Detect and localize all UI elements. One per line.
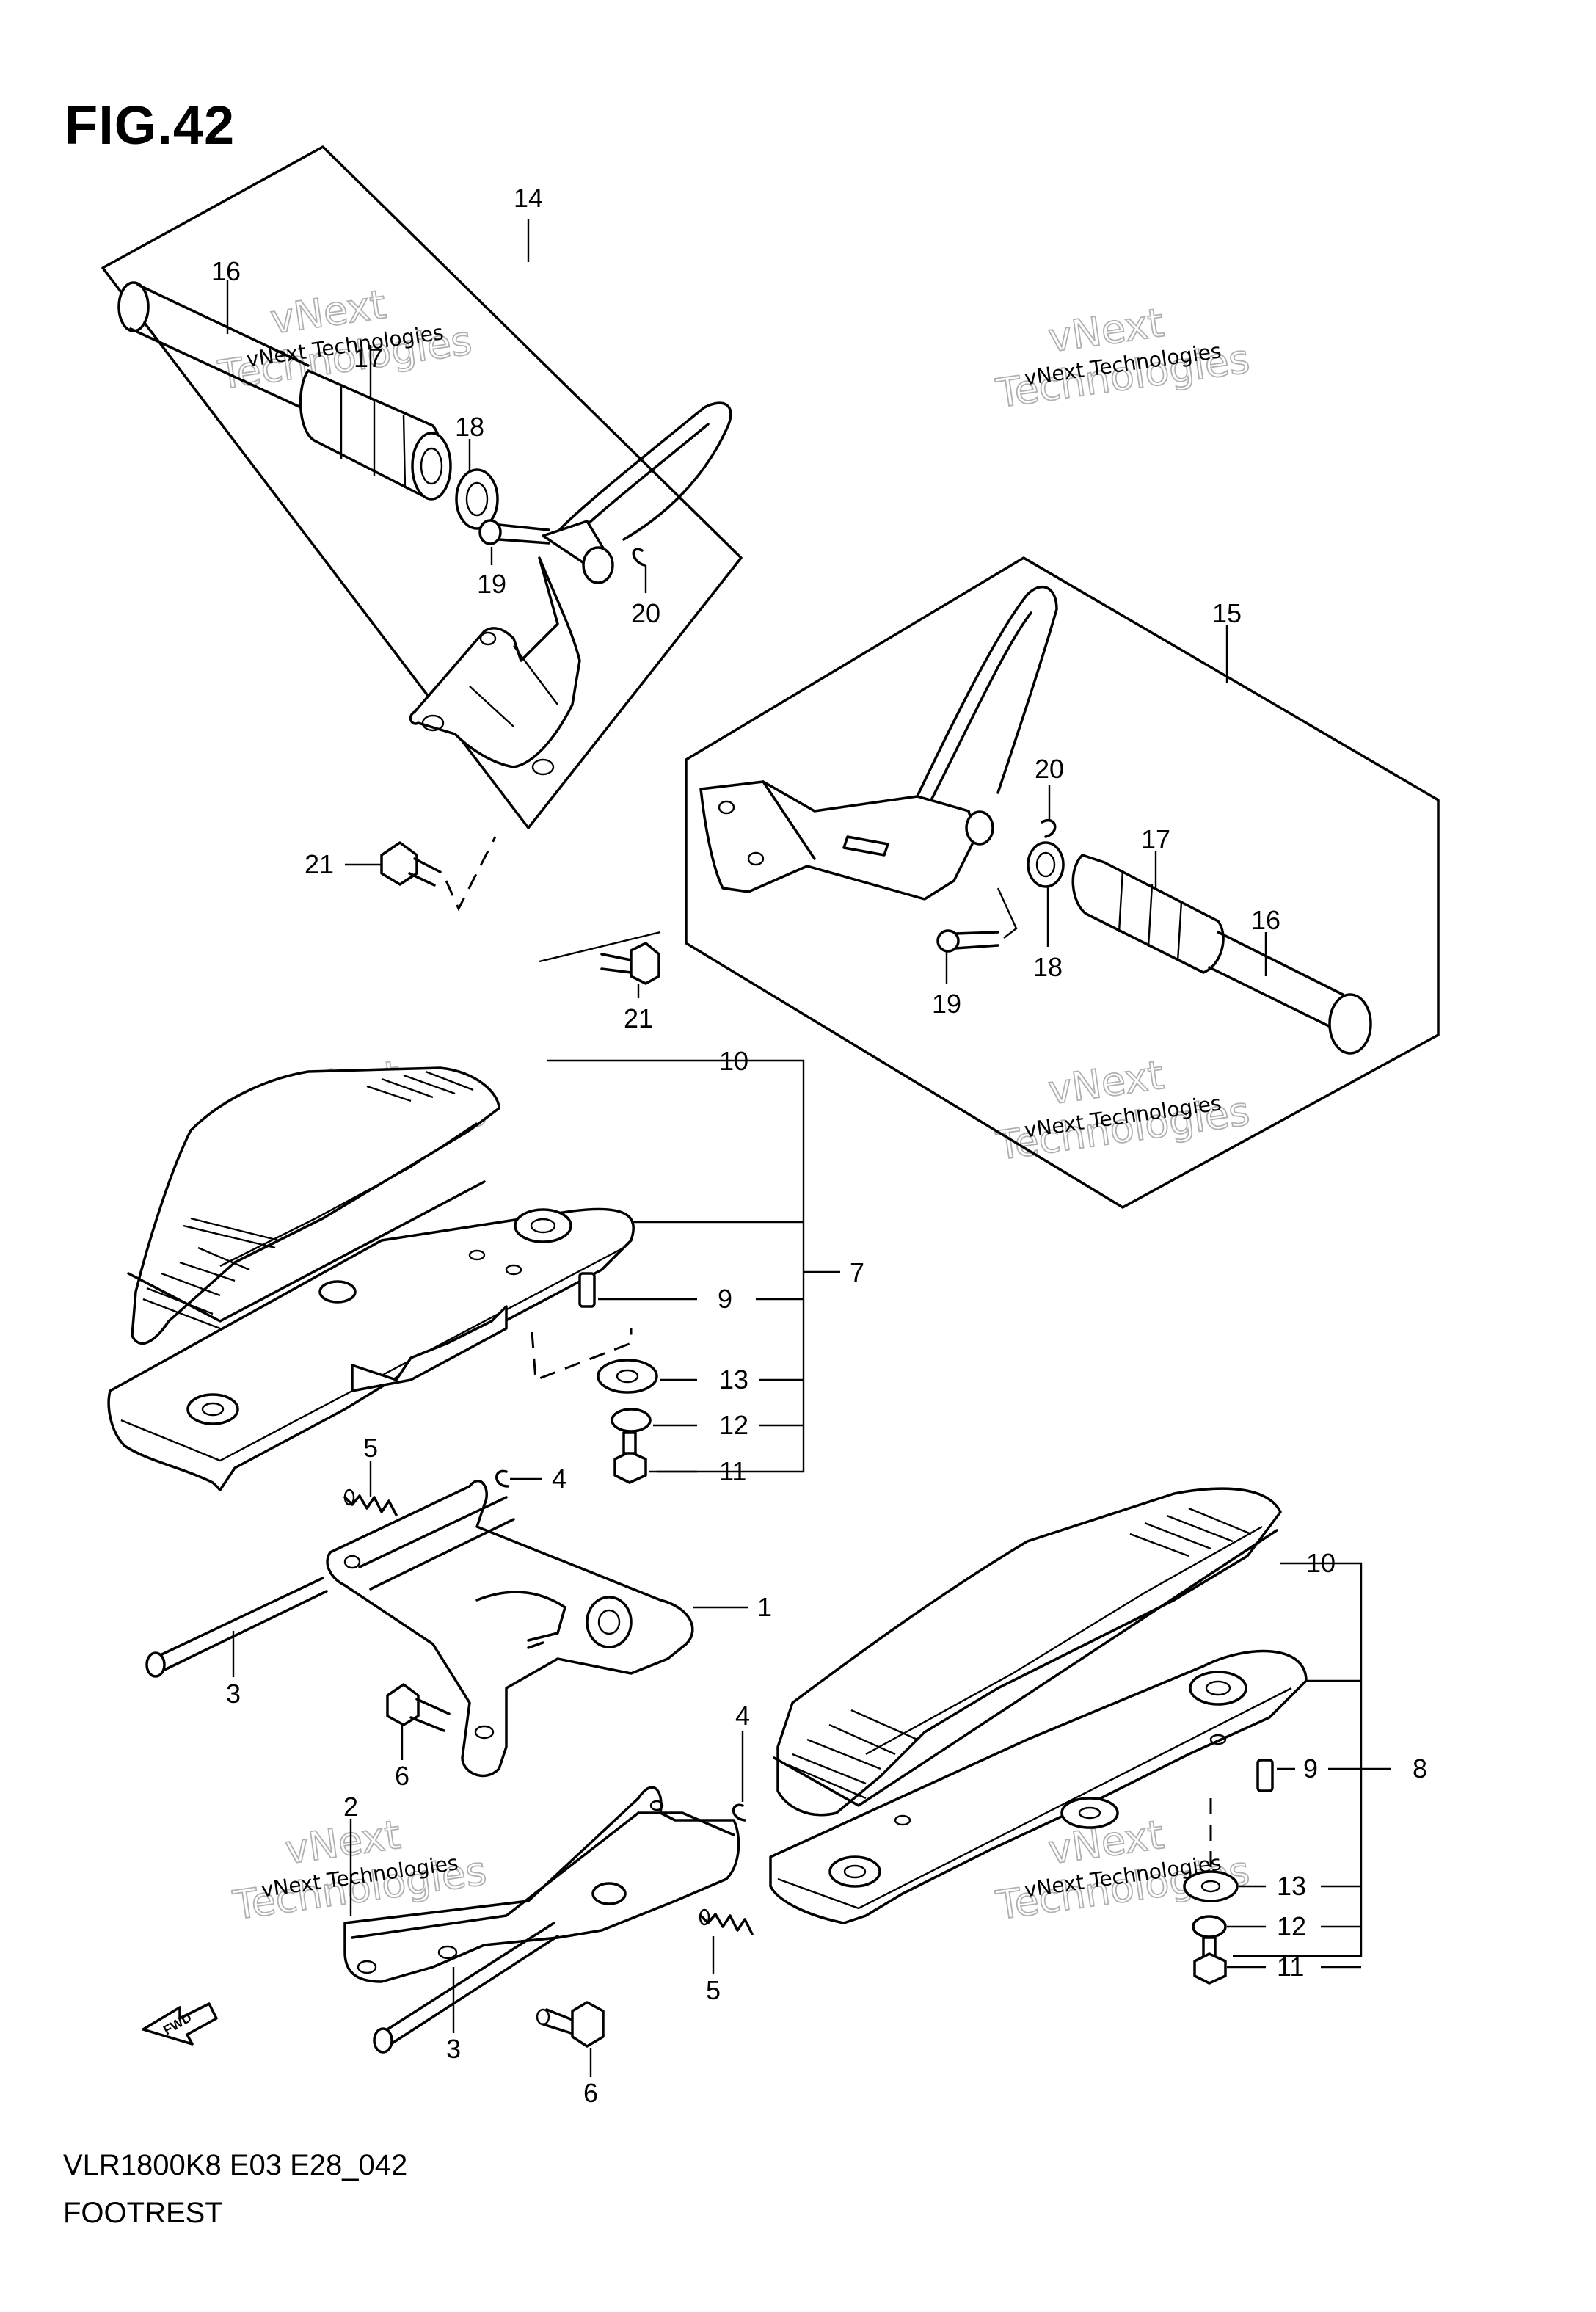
callout-8: 8 bbox=[1413, 1753, 1427, 1784]
watermark-1: vNext Technologies vNext Technologies bbox=[215, 280, 475, 399]
callout-12-lower: 12 bbox=[1277, 1911, 1306, 1941]
callout-3-lower: 3 bbox=[446, 2034, 461, 2064]
callout-1: 1 bbox=[757, 1592, 772, 1622]
bolt-11-left bbox=[613, 1431, 647, 1484]
bolt-21-upper bbox=[380, 841, 442, 887]
callout-2: 2 bbox=[343, 1792, 358, 1822]
rubber-pad-10 bbox=[131, 1066, 500, 1345]
callout-18-lower: 18 bbox=[1033, 952, 1063, 982]
callout-6-lower: 6 bbox=[583, 2078, 598, 2108]
forward-direction-arrow: FWD bbox=[142, 2002, 218, 2046]
pin-19-right bbox=[936, 929, 999, 953]
callout-13-upper: 13 bbox=[719, 1364, 748, 1395]
callout-16-lower: 16 bbox=[1251, 905, 1280, 935]
spacer-13-right bbox=[1183, 1870, 1239, 1902]
assembly-15-right-footrest bbox=[539, 556, 1440, 1209]
floorboard-plate-7 bbox=[107, 1207, 635, 1491]
spring-5-lower bbox=[699, 1908, 754, 1935]
bolt-6-lower bbox=[536, 2001, 605, 2048]
pivot-rod-3-lower bbox=[373, 1922, 559, 2054]
callout-9-lower: 9 bbox=[1303, 1753, 1318, 1784]
footrest-bracket-left bbox=[409, 401, 732, 776]
callout-4-upper: 4 bbox=[552, 1464, 566, 1494]
pin-19 bbox=[478, 519, 550, 545]
callout-18-upper: 18 bbox=[455, 412, 484, 442]
callout-9-upper: 9 bbox=[718, 1284, 732, 1314]
stud-9-left bbox=[578, 1272, 596, 1308]
bolt-11-right bbox=[1193, 1936, 1227, 1985]
model-code: VLR1800K8 E03 E28_042 bbox=[63, 2149, 408, 2181]
callout-10-lower: 10 bbox=[1306, 1548, 1336, 1578]
callout-5-lower: 5 bbox=[706, 1975, 721, 2005]
clip-20 bbox=[632, 548, 646, 567]
assembly-14-left-footrest bbox=[101, 145, 743, 912]
footrest-bracket-right bbox=[699, 585, 1058, 901]
callout-7: 7 bbox=[850, 1257, 864, 1287]
callout-labels: 14 16 17 18 19 20 21 15 20 17 16 18 19 2… bbox=[211, 183, 1427, 2108]
floorboard-bracket-1 bbox=[145, 1469, 694, 1778]
callout-15: 15 bbox=[1212, 598, 1242, 628]
peg-shaft-end-cap-right bbox=[1328, 993, 1372, 1055]
callout-17-upper: 17 bbox=[354, 343, 383, 373]
bolt-6-upper bbox=[386, 1683, 451, 1732]
clip-20-right bbox=[1041, 819, 1057, 838]
peg-rubber-17-right bbox=[1071, 854, 1225, 974]
peg-shaft-end-cap bbox=[117, 281, 150, 332]
peg-rubber-17 bbox=[299, 369, 452, 501]
washer-12-right bbox=[1192, 1915, 1227, 1938]
clip-4-upper bbox=[495, 1469, 509, 1488]
callout-11-upper: 11 bbox=[719, 1456, 746, 1486]
figure-title: FIG.42 bbox=[65, 95, 236, 156]
callout-20-upper: 20 bbox=[631, 598, 660, 628]
floorboard-plate-8 bbox=[769, 1649, 1308, 1924]
washer-18 bbox=[455, 468, 499, 530]
assembly-15-boundary-box bbox=[685, 556, 1440, 1209]
callout-19-lower: 19 bbox=[932, 989, 961, 1019]
floorboard-assembly-8 bbox=[769, 1487, 1308, 1985]
callout-11-lower: 11 bbox=[1277, 1952, 1304, 1982]
rubber-pad-ribs-right bbox=[788, 1507, 1252, 1800]
callout-3-upper: 3 bbox=[226, 1679, 241, 1709]
callout-13-lower: 13 bbox=[1277, 1871, 1306, 1901]
clip-4-lower bbox=[732, 1803, 746, 1822]
bolt-21-lower bbox=[600, 942, 660, 985]
spacer-13-left bbox=[597, 1359, 658, 1394]
assembly-14-boundary-box bbox=[101, 145, 743, 829]
leader-lines bbox=[226, 219, 1391, 2077]
callout-4-lower: 4 bbox=[735, 1701, 750, 1731]
floorboard-bracket-2 bbox=[343, 1786, 754, 2054]
washer-12-left bbox=[611, 1408, 652, 1433]
callout-21-lower: 21 bbox=[624, 1003, 653, 1033]
callout-19-upper: 19 bbox=[477, 569, 506, 599]
callout-12-upper: 12 bbox=[719, 1410, 748, 1440]
callout-17-lower: 17 bbox=[1141, 824, 1170, 854]
callout-6-upper: 6 bbox=[395, 1761, 409, 1791]
section-name: FOOTREST bbox=[63, 2197, 223, 2229]
callout-5-upper: 5 bbox=[363, 1433, 378, 1463]
callout-16-upper: 16 bbox=[211, 256, 241, 286]
floorboard-assembly-7 bbox=[107, 1066, 658, 1491]
callout-21-upper: 21 bbox=[305, 849, 334, 879]
watermark-2: vNext Technologies vNext Technologies bbox=[993, 299, 1253, 418]
pivot-rod-3-upper bbox=[145, 1577, 328, 1678]
callout-10-upper: 10 bbox=[719, 1046, 748, 1076]
stud-9-right bbox=[1256, 1759, 1274, 1792]
callout-14: 14 bbox=[514, 183, 543, 213]
spring-5-upper bbox=[343, 1488, 398, 1516]
callout-20-lower: 20 bbox=[1035, 754, 1064, 784]
washer-18-right bbox=[1027, 841, 1065, 888]
rubber-pad-ribs bbox=[142, 1070, 474, 1330]
